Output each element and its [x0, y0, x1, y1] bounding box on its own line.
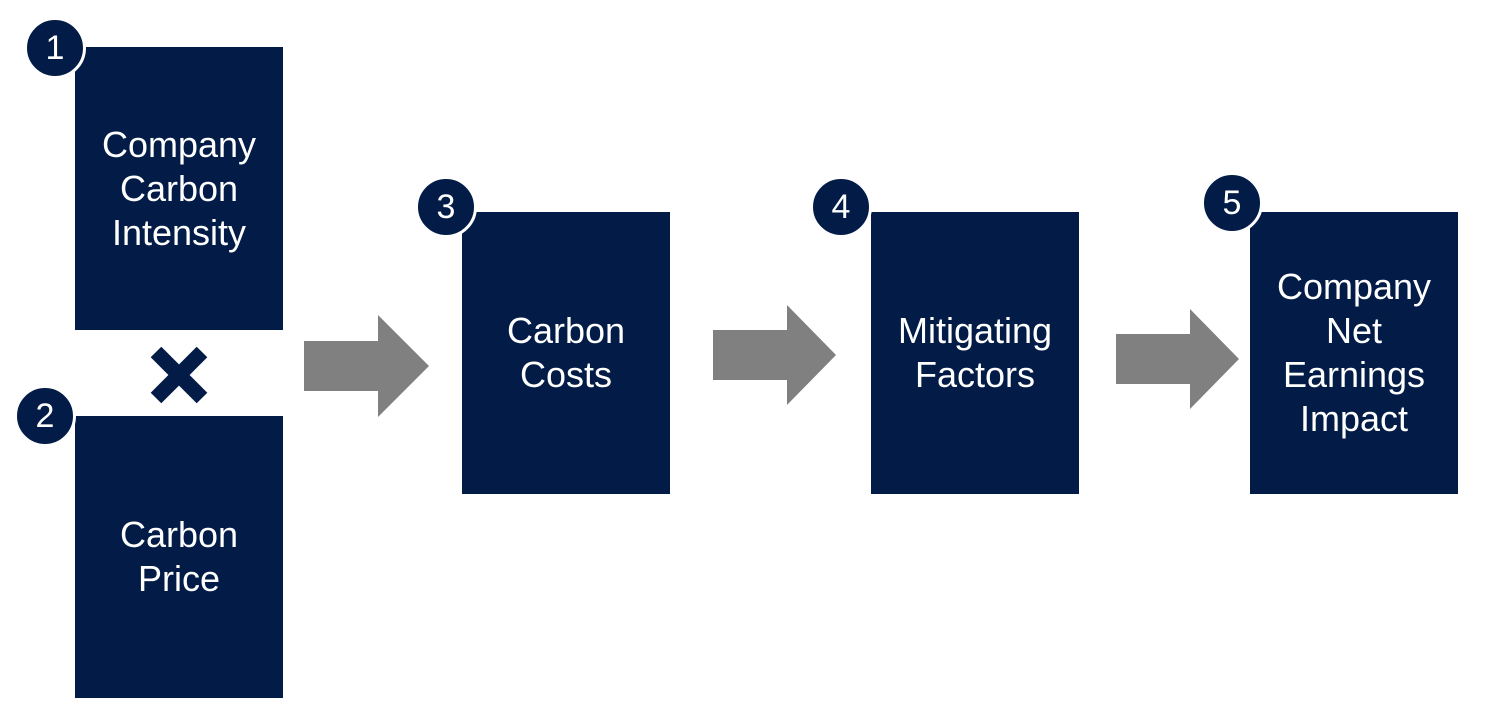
step-1-badge: 1 [24, 17, 86, 79]
step-4-badge: 4 [810, 176, 872, 238]
step-2-badge: 2 [14, 385, 76, 447]
step-1-label: Company Carbon Intensity [101, 123, 257, 253]
arrow-right-icon [304, 315, 429, 417]
step-4-label: Mitigating Factors [897, 310, 1053, 395]
step-3-label: Carbon Costs [506, 310, 626, 395]
step-2-box: Carbon Price [75, 416, 283, 698]
step-5-box: Company Net Earnings Impact [1250, 212, 1458, 494]
arrow-right-icon [1116, 309, 1239, 409]
arrow-right-icon [713, 305, 836, 405]
step-4-box: Mitigating Factors [871, 212, 1079, 494]
step-2-label: Carbon Price [119, 514, 239, 599]
step-5-label: Company Net Earnings Impact [1276, 266, 1432, 439]
step-3-badge: 3 [415, 176, 477, 238]
step-3-box: Carbon Costs [462, 212, 670, 494]
multiply-icon [150, 346, 208, 404]
step-1-box: Company Carbon Intensity [75, 47, 283, 330]
step-5-badge: 5 [1201, 172, 1263, 234]
